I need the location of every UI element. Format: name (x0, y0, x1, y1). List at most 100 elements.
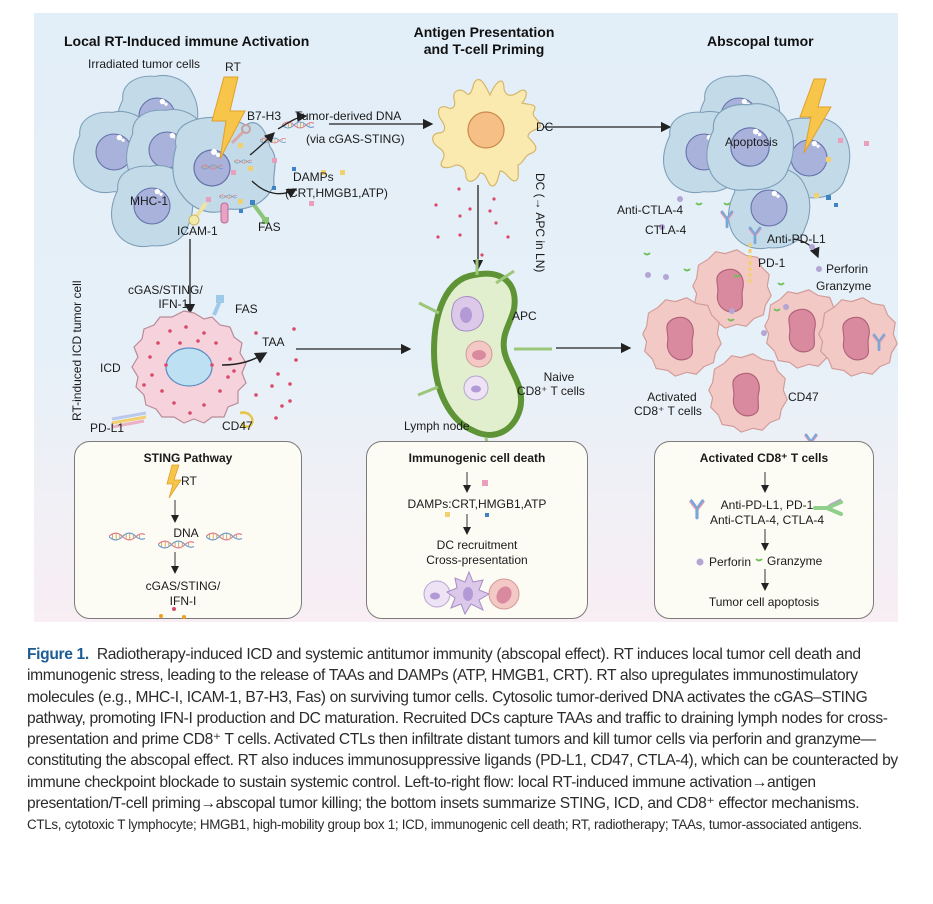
label-damps-list: (CRT,HMGB1,ATP) (285, 186, 388, 200)
inset-sting-output-line2: IFN-I (169, 594, 197, 608)
icd-tumor-cell (131, 310, 247, 424)
granzyme-particles (643, 202, 785, 322)
irradiated-tumor-cell (172, 116, 276, 213)
perforin-particles (645, 196, 815, 336)
activated-tcell (818, 297, 898, 377)
naive-tcell-icon (465, 340, 493, 368)
inset-immunogenic-cell-death: Immunogenic cell death DAMPs:CRT,HMGB1,A… (366, 441, 588, 619)
inset-cd8-line1: Anti-PD-L1, PD-1 (720, 498, 814, 512)
lymph-node (417, 259, 552, 459)
mhc1-receptor-icon (188, 201, 208, 226)
section-title-local: Local RT-Induced immune Activation (64, 33, 310, 49)
icd-dot (188, 411, 192, 415)
inset-sting-title: STING Pathway (143, 451, 233, 465)
inset-activated-cd8: Activated CD8⁺ T cells Anti-PD-L1, PD-1 … (654, 441, 874, 619)
icd-dot (164, 363, 168, 367)
fas-receptor-icon (252, 203, 269, 224)
icd-dot (232, 369, 236, 373)
label-activated-line1: Activated (647, 390, 697, 404)
dendritic-cell (432, 78, 541, 187)
icd-dot (148, 355, 152, 359)
label-icd: ICD (100, 361, 121, 375)
label-dc-apc-ln: DC (→ APC in LN) (533, 173, 547, 273)
label-lymph-node: Lymph node (404, 419, 470, 433)
label-activated-cd8: Activated CD8⁺ T cells (634, 390, 702, 418)
icd-dot (218, 389, 222, 393)
label-icam1: ICAM-1 (177, 224, 218, 238)
inset-sting-output-line1: cGAS/STING/ (145, 579, 221, 593)
cd47-receptor-icon (239, 411, 254, 428)
inset-cd8-line2: Anti-CTLA-4, CTLA-4 (709, 513, 825, 527)
label-anti-pdl1: Anti-PD-L1 (767, 232, 826, 246)
damp-particles (206, 143, 345, 213)
label-anti-ctla4: Anti-CTLA-4 (617, 203, 684, 217)
inset-cd8-granzyme: Granzyme (767, 554, 823, 568)
label-tumor-derived-dna: Tumor-derived DNA (295, 109, 402, 123)
icd-dot (226, 375, 230, 379)
section-title-antigen: Antigen Presentation and T-cell Priming (404, 24, 564, 58)
figure-panel: Local RT-Induced immune Activation Antig… (34, 13, 898, 622)
label-via-cgas-sting: (via cGAS-STING) (306, 132, 405, 146)
icd-dot (156, 341, 160, 345)
label-perforin-text: Perforin (826, 262, 869, 276)
label-cd47-right: CD47 (788, 390, 819, 404)
inset-icd-title: Immunogenic cell death (408, 451, 546, 465)
label-pd1: PD-1 (758, 256, 786, 270)
taa-particles (254, 327, 298, 420)
antigen-dots (434, 187, 510, 257)
icd-dot (150, 373, 154, 377)
b7h3-receptor-icon (230, 124, 251, 145)
apc-cell-icon (451, 295, 484, 332)
dna-icon (158, 540, 194, 549)
granzyme-icon (755, 558, 763, 562)
perforin-icon (696, 558, 704, 566)
label-mhc1: MHC-1 (130, 194, 168, 208)
inset-sting-pathway: STING Pathway RT DNA cGAS/STING/ IFN-I (74, 441, 302, 619)
icd-dot (172, 401, 176, 405)
label-pdl1: PD-L1 (90, 421, 125, 435)
label-activated-line2: CD8⁺ T cells (634, 404, 702, 418)
label-rt: RT (225, 60, 241, 74)
inset-cd8-perforin: Perforin (709, 555, 752, 569)
icd-dot (228, 357, 232, 361)
label-damps: DAMPs (293, 170, 334, 184)
label-granzyme: Granzyme (816, 279, 872, 293)
icam1-receptor-icon (220, 202, 229, 224)
icd-dot (160, 389, 164, 393)
label-irradiated-tumor-cells: Irradiated tumor cells (88, 57, 201, 71)
label-cgas-sting-ifn: cGAS/STING/ IFN-1 (128, 283, 203, 311)
pdl1-receptor-icon (111, 411, 147, 429)
icd-dot (202, 331, 206, 335)
label-fas-icd: FAS (235, 302, 258, 316)
naive-tcell-icon (463, 375, 489, 401)
perforin-icon (816, 266, 822, 272)
label-taa: TAA (262, 335, 285, 349)
lightning-icon (799, 78, 832, 154)
icd-dot (168, 329, 172, 333)
inset-icd-damps: DAMPs:CRT,HMGB1,ATP (407, 497, 547, 511)
label-naive-cd8: Naive CD8⁺ T cells (517, 370, 585, 398)
inset-sting-dna: DNA (173, 526, 199, 540)
inset-cd8-title: Activated CD8⁺ T cells (699, 451, 829, 465)
icd-dot (202, 403, 206, 407)
label-cgas-line2: IFN-1 (158, 297, 189, 311)
label-perforin: Perforin (816, 262, 868, 276)
lightning-icon (166, 464, 182, 499)
label-naive-line1: Naive (543, 370, 575, 384)
label-fas-top: FAS (258, 220, 281, 234)
pd1-antibody-icon (813, 498, 843, 516)
label-ctla4: CTLA-4 (645, 223, 687, 237)
icd-dot (210, 363, 214, 367)
lightning-icon (211, 76, 246, 160)
label-b7h3: B7-H3 (247, 109, 282, 123)
damp-particles (814, 138, 869, 207)
caption-abbreviations: CTLs, cytotoxic T lymphocyte; HMGB1, hig… (27, 817, 862, 833)
icd-dot (196, 339, 200, 343)
inset-cd8-result: Tumor cell apoptosis (708, 595, 820, 609)
section-title-antigen-line2: and T-cell Priming (423, 41, 545, 57)
label-apc: APC (512, 309, 537, 323)
icd-dot (142, 383, 146, 387)
inset-icd-line1: DC recruitment (436, 538, 518, 552)
inset-icd-line2: Cross-presentation (426, 553, 528, 567)
fas-receptor-icon (212, 295, 224, 316)
